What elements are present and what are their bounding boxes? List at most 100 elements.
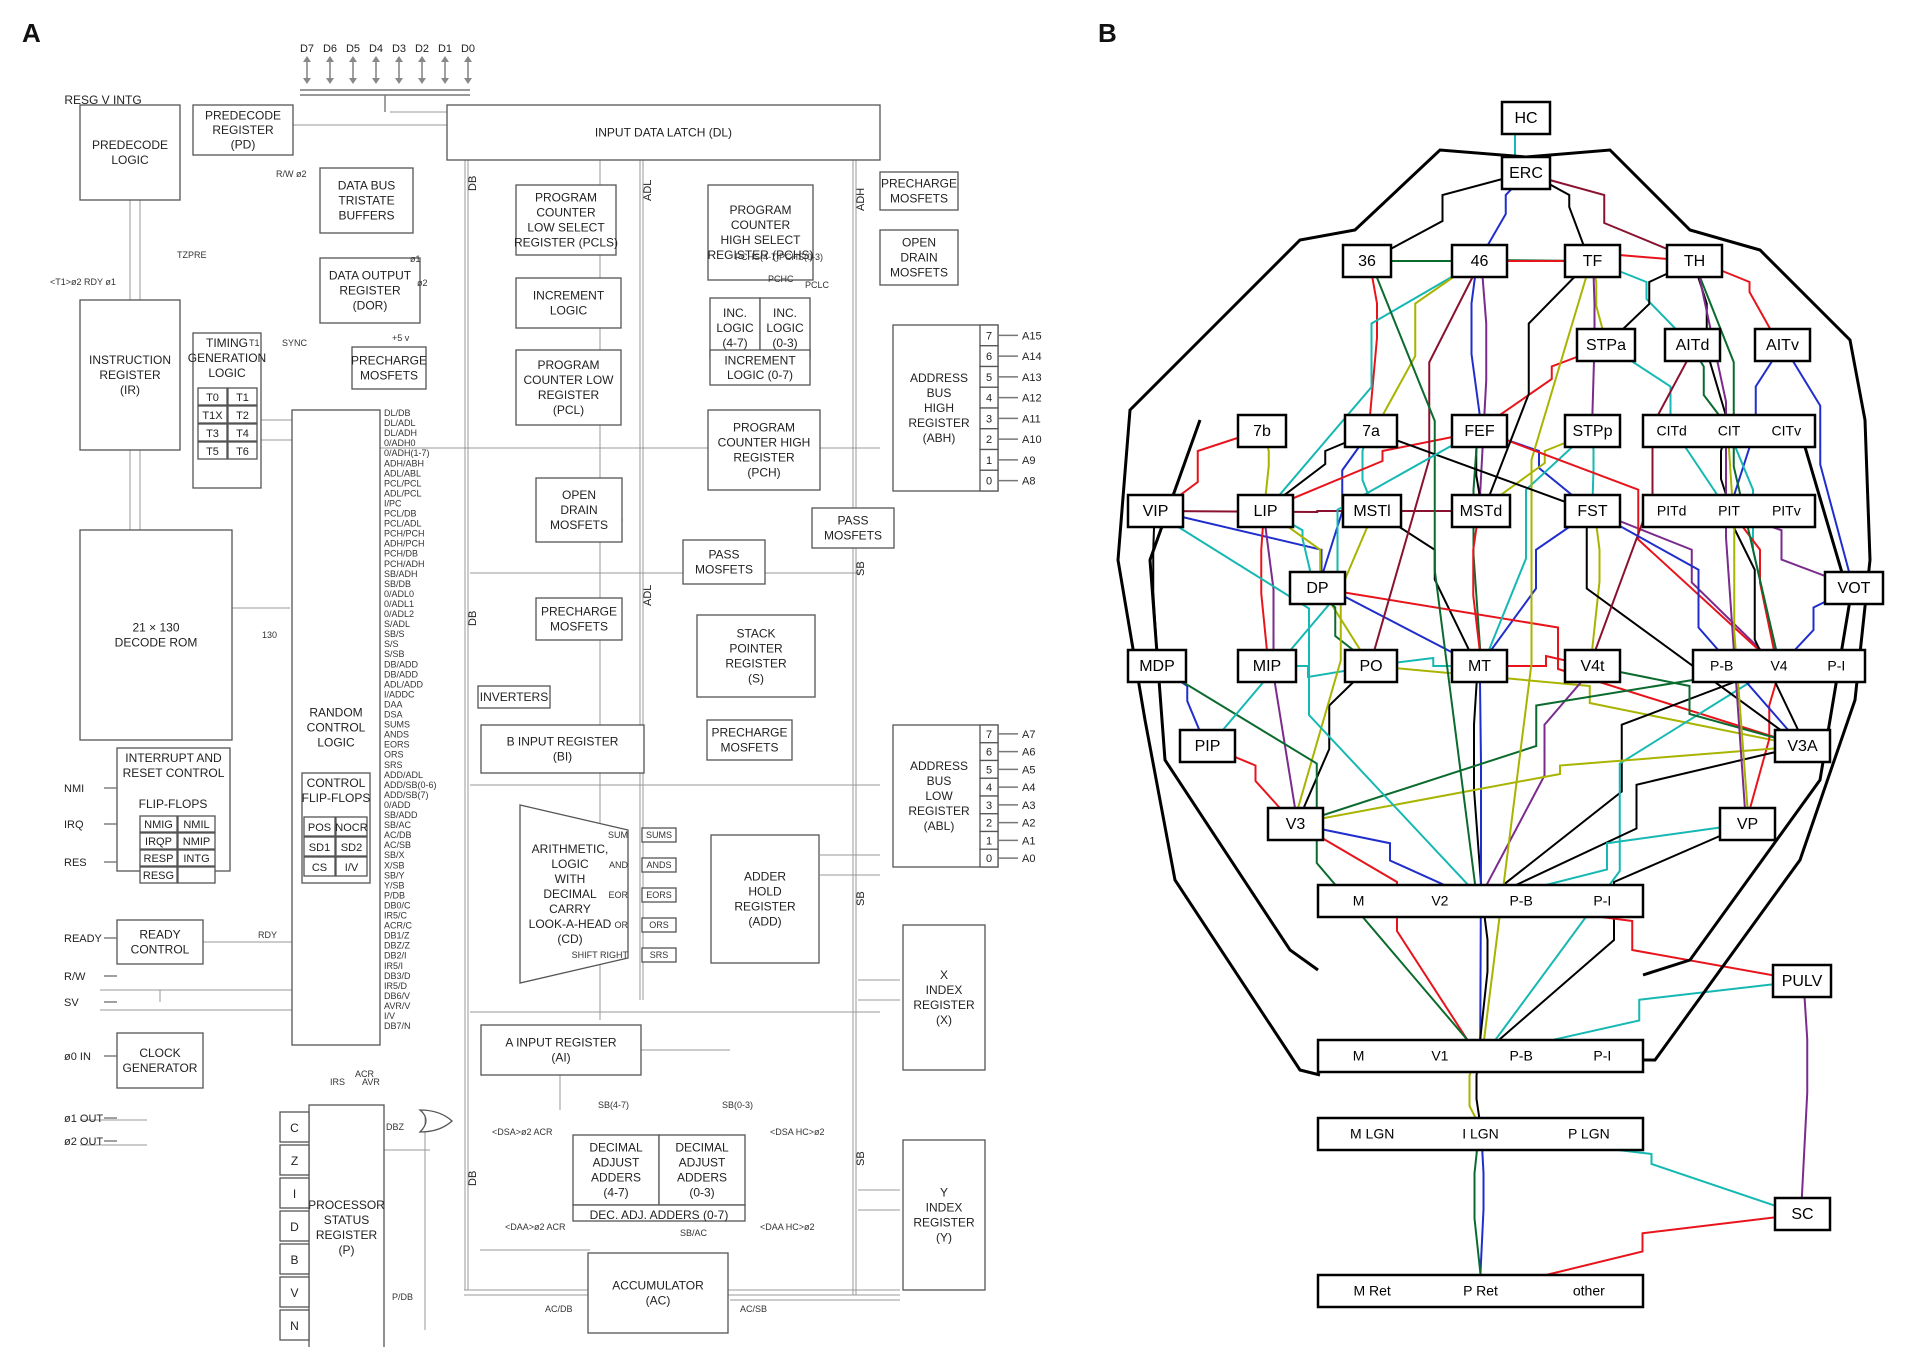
- area-node-box: [1718, 806, 1777, 842]
- address-pin-label: A6: [1022, 747, 1035, 759]
- block-label: REGISTER: [908, 804, 970, 818]
- area-node-mt: MT: [1450, 648, 1509, 684]
- data-pin-arrowhead: [464, 56, 472, 84]
- block-frame: [79, 104, 181, 201]
- alu-shape: [519, 804, 629, 984]
- area-node-label: CITd: [1656, 423, 1686, 439]
- address-pin-label: A5: [1022, 764, 1035, 776]
- alu-op-label: SUM: [608, 830, 628, 840]
- bus-label: SB: [855, 891, 867, 906]
- address-pin-label: A10: [1022, 434, 1042, 446]
- block-frame: [515, 277, 622, 329]
- block-label: MOSFETS: [890, 192, 948, 206]
- alu-enable-label: EORS: [646, 890, 672, 900]
- timing-cell-label: T0: [206, 392, 219, 404]
- block-label: INCREMENT: [533, 289, 605, 303]
- block-label: DECIMAL: [543, 887, 597, 901]
- control-ff-cell-label: POS: [308, 822, 331, 834]
- area-node-box: [1126, 648, 1188, 684]
- area-node-box: [1236, 493, 1295, 529]
- flip-flops-title: FLIP-FLOPS: [139, 797, 208, 811]
- control-signal-label: ADH/ABH: [384, 458, 424, 468]
- area-node-box: [1575, 327, 1637, 363]
- misc-label: SB/AC: [680, 1228, 708, 1238]
- misc-label: +5 v: [392, 333, 410, 343]
- connection-line: [1367, 172, 1526, 262]
- timing-cell: [197, 405, 228, 424]
- misc-label: <DAA>ø2 ACR: [505, 1222, 566, 1232]
- alu-enable-box: [641, 887, 677, 903]
- block-label: READY: [139, 928, 180, 942]
- block-label: MOSFETS: [550, 620, 608, 634]
- block-label: REGISTER: [908, 416, 970, 430]
- control-signal-label: SRS: [384, 760, 403, 770]
- connection-line: [1589, 665, 1806, 747]
- address-bit-label: 7: [986, 330, 992, 342]
- data-pin-arrowhead: [303, 56, 311, 84]
- control-signal-label: DB3/D: [384, 971, 411, 981]
- block-label: RESET CONTROL: [123, 766, 225, 780]
- block-label: INPUT DATA LATCH (DL): [595, 126, 732, 140]
- area-node-label: 36: [1358, 253, 1376, 270]
- area-node-erc: ERC: [1500, 155, 1552, 191]
- timing-cell: [227, 387, 258, 406]
- misc-label: AVR: [362, 1077, 380, 1087]
- address-bit-label: 1: [986, 835, 992, 847]
- bus-label: DB: [467, 176, 479, 191]
- block-frame: [811, 507, 895, 549]
- area-node-label: V4: [1770, 658, 1787, 674]
- control-signal-label: DB2/I: [384, 951, 407, 961]
- block-label: INTERRUPT AND: [125, 751, 222, 765]
- block-frame: [515, 184, 617, 256]
- block-label: INDEX: [926, 1201, 963, 1215]
- misc-label: <DSA HC>ø2: [770, 1127, 825, 1137]
- area-node-pulv: PULV: [1771, 963, 1833, 999]
- block-label: CLOCK: [139, 1046, 180, 1060]
- area-node-box: [1500, 155, 1552, 191]
- connection-line: [1482, 665, 1777, 902]
- block-label: (ADD): [748, 915, 781, 929]
- block-resg: RESG V INTG: [64, 93, 141, 107]
- block-label: DECODE ROM: [115, 636, 198, 650]
- connection-line: [1724, 510, 1807, 747]
- flip-flop-cell: [139, 866, 178, 884]
- address-pin-label: A3: [1022, 800, 1035, 812]
- panel-label-b: B: [1098, 18, 1117, 48]
- area-node-aitd: AITd: [1663, 327, 1722, 363]
- area-node-v3: V3: [1266, 806, 1325, 842]
- connection-line: [1697, 260, 1781, 346]
- bus-label: DB: [467, 1171, 479, 1186]
- block-label: CARRY: [549, 902, 591, 916]
- connection-line: [1316, 587, 1804, 747]
- block-label: REGISTER: [99, 368, 161, 382]
- address-bit-label: 4: [986, 782, 992, 794]
- connection-line: [1482, 260, 1591, 512]
- area-node-label: CITv: [1772, 423, 1802, 439]
- block-label: A INPUT REGISTER: [505, 1036, 616, 1050]
- area-node-label: STPp: [1572, 423, 1612, 440]
- control-signal-label: DAA: [384, 699, 403, 709]
- block-label: PREDECODE: [205, 108, 281, 122]
- misc-label: AC/DB: [545, 1304, 573, 1314]
- misc-label: SB(0-3): [722, 1100, 753, 1110]
- connection-line: [1728, 344, 1784, 512]
- status-flag-label: V: [290, 1286, 298, 1300]
- status-flag-label: N: [290, 1319, 299, 1333]
- control-signal-label: DL/ADH: [384, 428, 417, 438]
- timing-cell: [197, 387, 228, 406]
- alu-op-label: OR: [615, 920, 629, 930]
- alu-enable-label: ANDS: [646, 860, 671, 870]
- misc-label: <T1>ø2 RDY ø1: [50, 277, 116, 287]
- address-bit-label: 6: [986, 351, 992, 363]
- control-signal-label: 0/ADH(1-7): [384, 448, 430, 458]
- area-node-sc: SC: [1773, 1196, 1832, 1232]
- area-node-dp: DP: [1288, 570, 1347, 606]
